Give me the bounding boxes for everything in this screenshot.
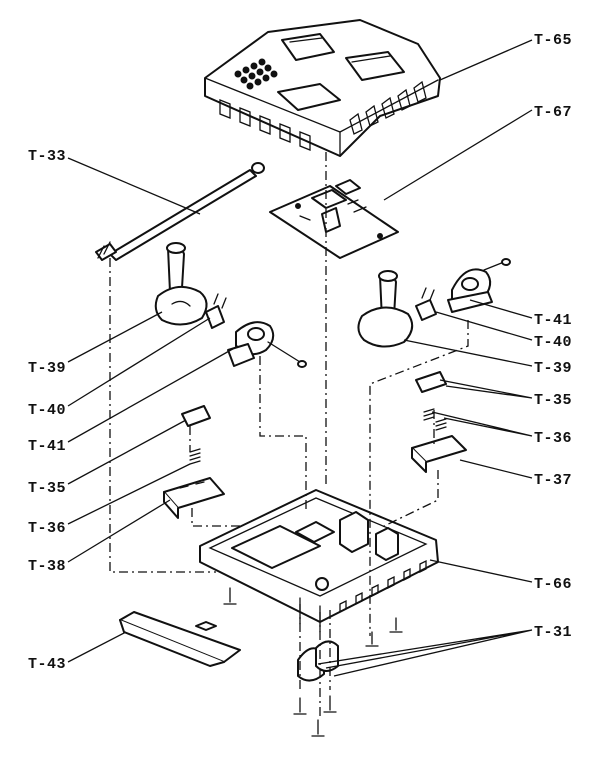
shaft-part-t33 bbox=[95, 162, 265, 261]
left-spring-part-t36 bbox=[189, 448, 201, 465]
cover-plate-part-t43 bbox=[119, 611, 241, 667]
label-t67: T-67 bbox=[534, 104, 572, 121]
right-switch-cap-part-t35 bbox=[415, 371, 447, 393]
leader-lines bbox=[67, 39, 533, 677]
label-t66: T-66 bbox=[534, 576, 572, 593]
label-t33: T-33 bbox=[28, 148, 66, 165]
label-t40-left: T-40 bbox=[28, 402, 66, 419]
label-t37: T-37 bbox=[534, 472, 572, 489]
right-clip-part-t40 bbox=[415, 287, 437, 321]
label-t35-left: T-35 bbox=[28, 480, 66, 497]
label-t39-left: T-39 bbox=[28, 360, 66, 377]
label-t39-right: T-39 bbox=[534, 360, 572, 377]
label-t43: T-43 bbox=[28, 656, 66, 673]
right-joystick-assembly-t39 bbox=[357, 270, 414, 348]
left-joystick-assembly-t39 bbox=[154, 242, 208, 326]
label-t31: T-31 bbox=[534, 624, 572, 641]
right-switch-holder-part-t37 bbox=[411, 435, 467, 473]
label-t38: T-38 bbox=[28, 558, 66, 575]
left-clip-part-t40 bbox=[205, 293, 227, 329]
left-switch-holder-part-t38 bbox=[163, 477, 225, 519]
right-bracket-part-t41 bbox=[447, 258, 511, 313]
left-bracket-part-t41 bbox=[227, 321, 307, 368]
part-labels: T-65 T-67 T-33 T-41 T-40 T-39 T-39 T-35 … bbox=[28, 32, 572, 673]
label-t40-right: T-40 bbox=[534, 334, 572, 351]
right-spring-part-t36 bbox=[423, 408, 447, 431]
label-t65: T-65 bbox=[534, 32, 572, 49]
screws bbox=[223, 587, 403, 737]
base-housing-part-t66 bbox=[199, 489, 439, 633]
label-t36-left: T-36 bbox=[28, 520, 66, 537]
label-t41-left: T-41 bbox=[28, 438, 66, 455]
circuit-board-part-t67 bbox=[269, 179, 399, 259]
knobs-part-t31 bbox=[297, 640, 339, 682]
label-t36-right: T-36 bbox=[534, 430, 572, 447]
left-switch-cap-part-t35 bbox=[181, 405, 211, 427]
top-cover-part-t65 bbox=[204, 19, 441, 157]
alignment-lines bbox=[109, 152, 469, 716]
label-t35-right: T-35 bbox=[534, 392, 572, 409]
label-t41-right: T-41 bbox=[534, 312, 572, 329]
